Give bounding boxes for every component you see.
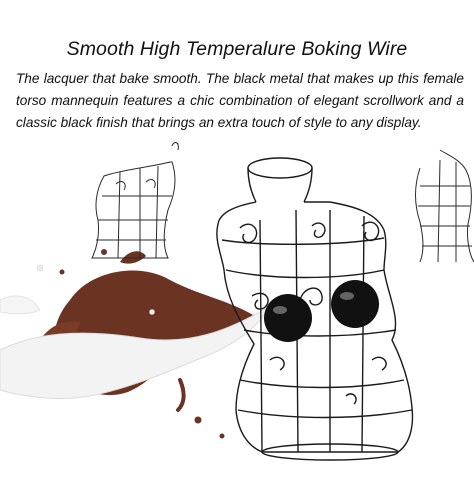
- mannequin-left: [91, 142, 179, 259]
- milk-splash: [0, 264, 272, 399]
- product-description: The lacquer that bake smooth. The black …: [16, 71, 464, 130]
- black-spheres: [264, 280, 379, 342]
- headline: Smooth High Temperalure Boking Wire: [66, 38, 408, 60]
- mannequin-right: [415, 149, 474, 263]
- mannequin-main: [216, 157, 414, 461]
